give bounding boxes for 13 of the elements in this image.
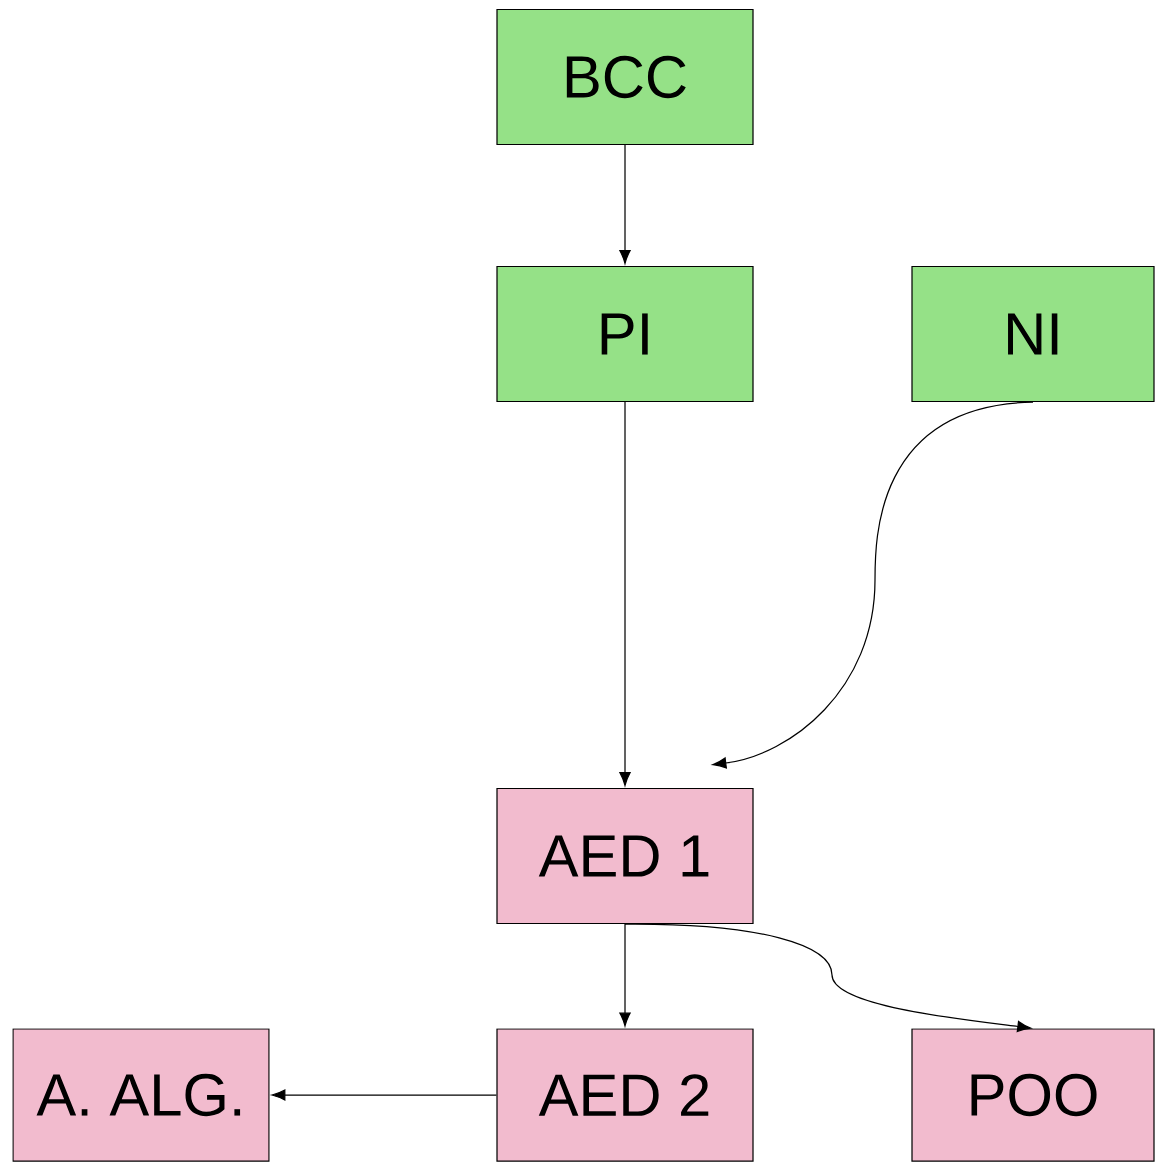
arrow bbox=[619, 923, 631, 1027]
arrow bbox=[619, 144, 631, 265]
arrow bbox=[624, 923, 1032, 1033]
process-box: A. ALG. bbox=[12, 1028, 270, 1162]
arrow bbox=[619, 401, 631, 787]
process-box: AED 1 bbox=[496, 787, 754, 925]
process-box: PI bbox=[496, 265, 754, 403]
arrow bbox=[271, 1089, 497, 1101]
process-box: NI bbox=[911, 265, 1155, 403]
process-box: POO bbox=[911, 1028, 1155, 1162]
process-box: BCC bbox=[496, 8, 754, 146]
process-box: AED 2 bbox=[496, 1028, 754, 1162]
arrow bbox=[712, 401, 1034, 769]
